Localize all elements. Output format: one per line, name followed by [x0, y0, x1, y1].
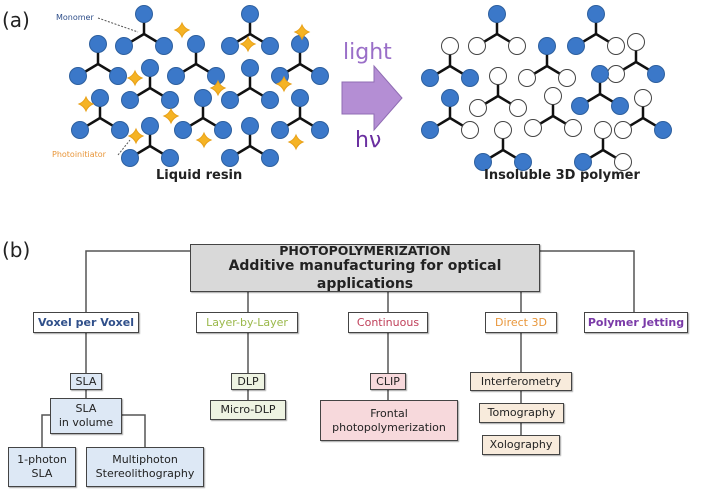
- monomer-icon: [524, 87, 582, 137]
- monomer-icon: [221, 5, 279, 55]
- monomer-icon: [121, 59, 179, 109]
- monomer-label: Monomer: [56, 13, 94, 22]
- node-sla-in-volume-line2: in volume: [58, 416, 114, 429]
- panel-a-label: (a): [2, 8, 30, 32]
- root-title: PHOTOPOLYMERIZATION: [279, 242, 451, 258]
- monomer-icon: [571, 65, 629, 115]
- category-continuous: Continuous: [348, 312, 428, 333]
- monomer-icon: [574, 121, 632, 171]
- monomer-icon: [115, 5, 173, 55]
- monomer-icon: [121, 117, 179, 167]
- photoinitiator-icon: [127, 127, 145, 145]
- node-sla-in-volume-line1: SLA: [75, 402, 97, 416]
- node-micro-dlp: Micro-DLP: [210, 400, 286, 420]
- node-xolography: Xolography: [482, 435, 560, 455]
- polymer-caption: Insoluble 3D polymer: [484, 168, 640, 183]
- photoinitiator-icon: [239, 35, 257, 53]
- monomer-icon: [518, 37, 576, 87]
- monomer-icon: [474, 121, 532, 171]
- photoinitiator-icon: [293, 23, 311, 41]
- photoinitiator-icon: [173, 21, 191, 39]
- monomer-icon: [469, 67, 527, 117]
- monomer-pointer: [97, 17, 139, 33]
- photoinitiator-label: Photoinitiator: [52, 150, 106, 159]
- photoinitiators: [77, 21, 311, 151]
- node-1-photon-line1: 1-photon: [17, 453, 67, 467]
- node-1-photon-sla: 1-photon SLA: [8, 447, 76, 487]
- photoinitiator-icon: [77, 95, 95, 113]
- monomer-icon: [271, 89, 329, 139]
- monomer-icon: [271, 35, 329, 85]
- category-polymer-jetting: Polymer Jetting: [584, 312, 688, 333]
- monomer-icon: [468, 5, 526, 55]
- panel-b-label: (b): [2, 238, 31, 262]
- category-voxel-per-voxel: Voxel per Voxel: [33, 312, 139, 333]
- node-frontal-line1: Frontal: [370, 406, 408, 420]
- panel-a-illustration: [69, 5, 672, 171]
- node-1-photon-line2: SLA: [31, 467, 53, 480]
- photoinitiator-icon: [195, 131, 213, 149]
- light-arrow-icon: [341, 64, 403, 132]
- node-interferometry: Interferometry: [470, 372, 572, 391]
- monomer-icon: [71, 89, 129, 139]
- polymer-network: [421, 5, 672, 171]
- node-tomography: Tomography: [479, 403, 564, 423]
- node-sla: SLA: [70, 373, 102, 390]
- monomer-icon: [614, 89, 672, 139]
- monomer-icon: [167, 35, 225, 85]
- monomer-icon: [421, 89, 479, 139]
- photoinitiator-icon: [126, 69, 144, 87]
- light-label: light: [343, 40, 392, 65]
- monomer-icon: [607, 33, 665, 83]
- node-clip: CLIP: [370, 373, 406, 390]
- monomer-icon: [69, 35, 127, 85]
- root-node: PHOTOPOLYMERIZATION Additive manufacturi…: [190, 242, 540, 292]
- monomer-icon: [421, 37, 479, 87]
- node-sla-in-volume: SLA in volume: [50, 398, 122, 434]
- monomer-icon: [221, 117, 279, 167]
- node-frontal-line2: photopolymerization: [332, 420, 446, 434]
- category-layer-by-layer: Layer-by-Layer: [196, 312, 298, 333]
- photoinitiator-icon: [287, 133, 305, 151]
- category-direct-3d: Direct 3D: [485, 312, 557, 333]
- node-multiphoton-line1: Multiphoton: [112, 453, 178, 467]
- photoinitiator-icon: [162, 107, 180, 125]
- monomer-icon: [567, 5, 625, 55]
- photoinitiator-icon: [209, 79, 227, 97]
- liquid-resin-monomers: [69, 5, 329, 167]
- node-frontal-photopolymerization: Frontal photopolymerization: [320, 400, 458, 441]
- liquid-resin-caption: Liquid resin: [156, 168, 243, 183]
- monomer-icon: [221, 59, 279, 109]
- monomer-icon: [174, 89, 232, 139]
- node-dlp: DLP: [231, 373, 265, 390]
- photoinitiator-icon: [275, 75, 293, 93]
- root-subtitle: Additive manufacturing for optical appli…: [228, 258, 502, 292]
- hv-label: hν: [355, 128, 382, 153]
- node-multiphoton-line2: Stereolithography: [95, 467, 195, 480]
- node-multiphoton: Multiphoton Stereolithography: [86, 447, 204, 487]
